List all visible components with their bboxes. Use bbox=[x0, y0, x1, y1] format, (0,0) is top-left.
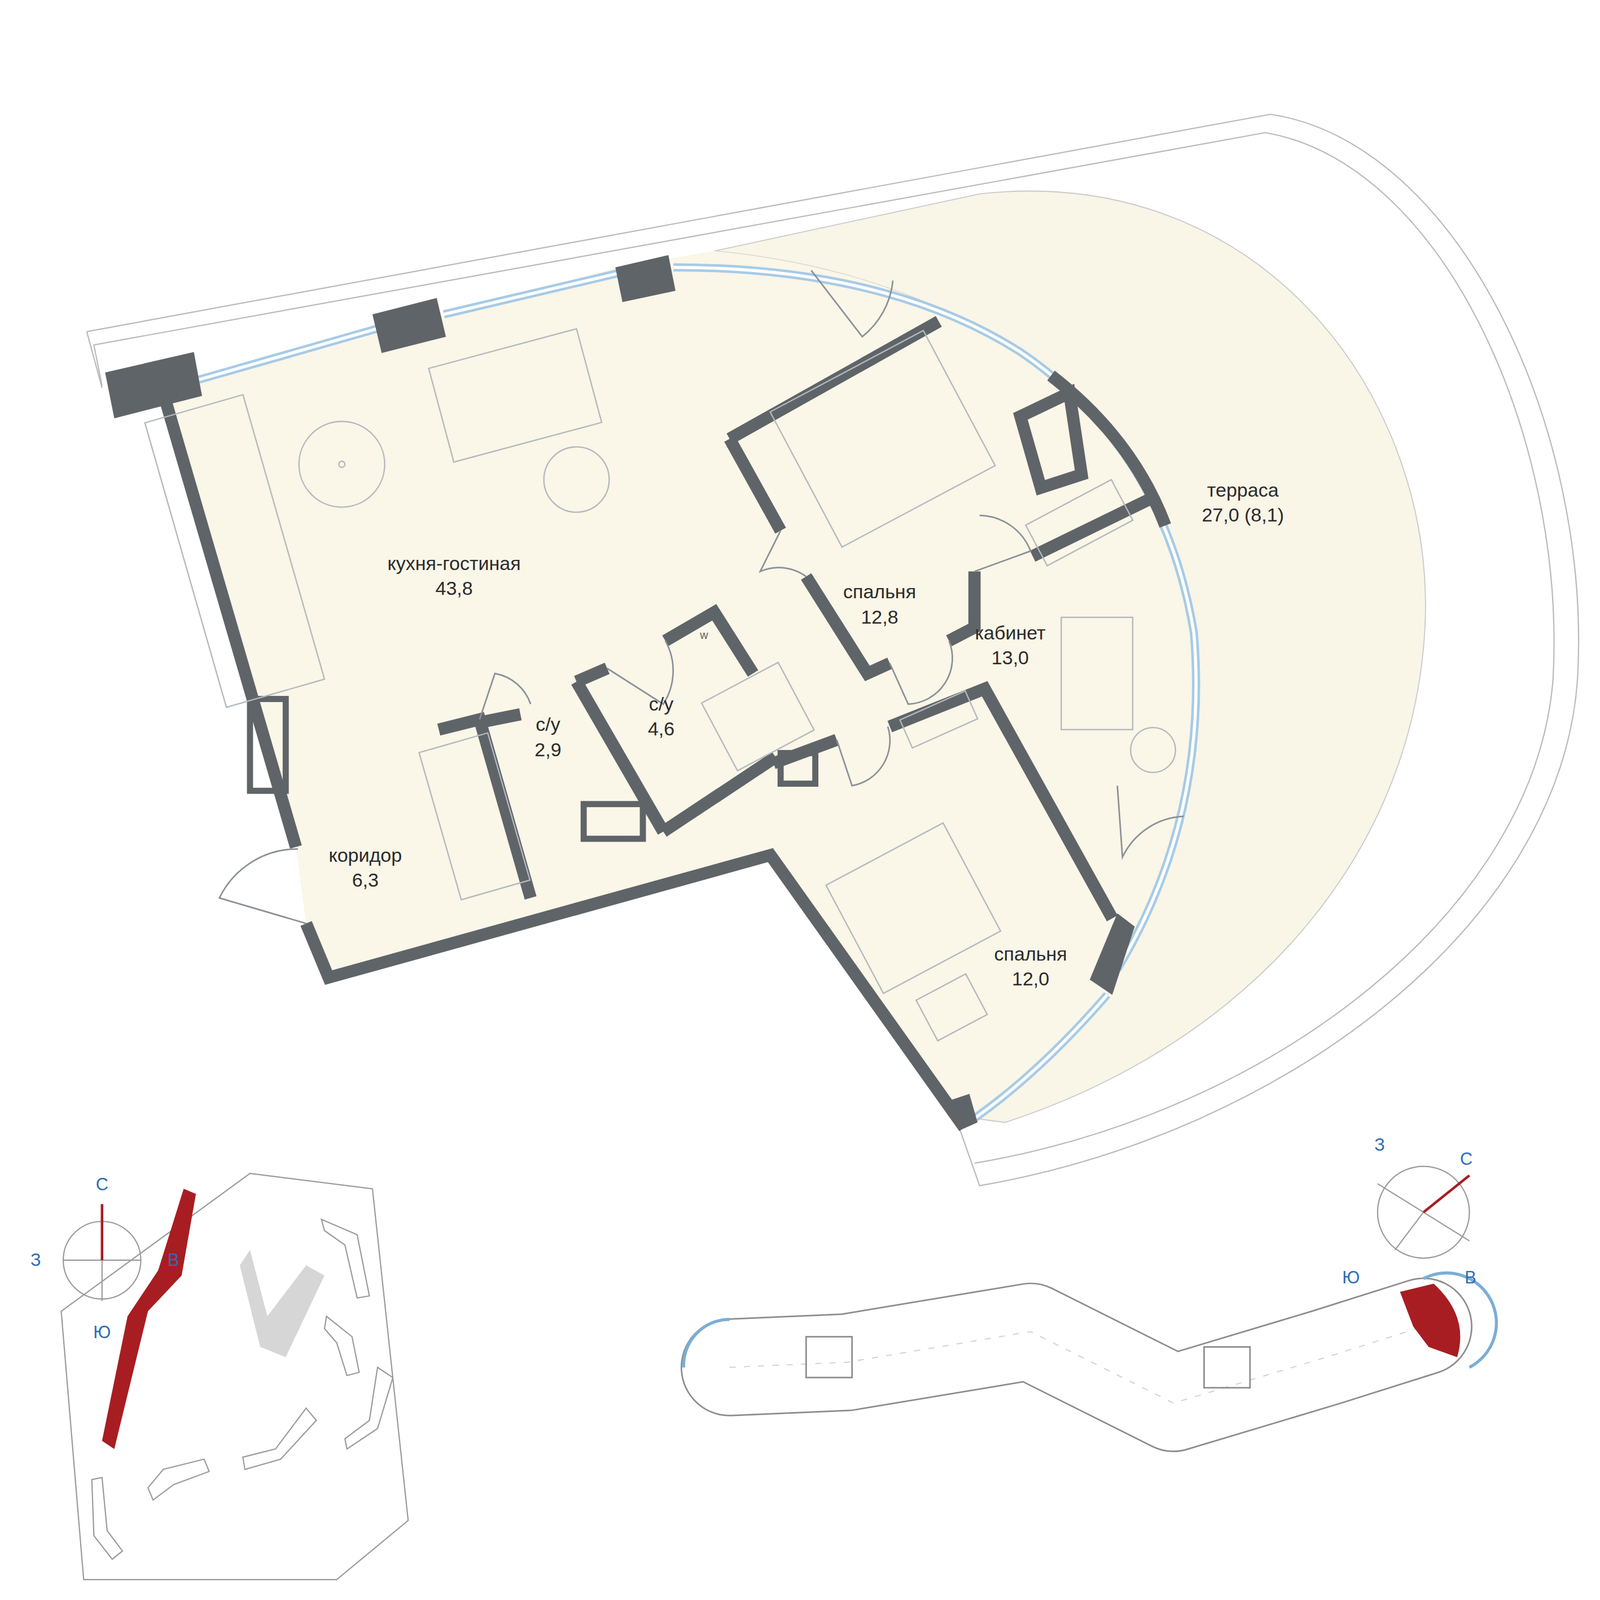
appliance-mark: w bbox=[699, 628, 708, 642]
north-arrow bbox=[1423, 1175, 1470, 1213]
compass-letter: З bbox=[30, 1250, 42, 1271]
compass-letter: Ю bbox=[1342, 1267, 1360, 1288]
room-label: терраса27,0 (8,1) bbox=[1201, 476, 1284, 527]
room-label: спальня12,0 bbox=[994, 941, 1068, 992]
room-area: 27,0 (8,1) bbox=[1201, 502, 1284, 528]
doors bbox=[219, 270, 1185, 924]
room-label: с/у4,6 bbox=[647, 691, 675, 742]
room-name: спальня bbox=[843, 579, 916, 604]
room-area: 2,9 bbox=[534, 736, 561, 762]
room-area: 4,6 bbox=[647, 716, 675, 742]
room-area: 13,0 bbox=[974, 645, 1046, 670]
key-plan bbox=[683, 1273, 1497, 1404]
room-name: кухня-гостиная bbox=[387, 550, 521, 576]
pillars bbox=[104, 255, 1135, 1131]
room-area: 43,8 bbox=[387, 575, 521, 601]
shafts bbox=[250, 699, 816, 840]
site-map bbox=[60, 1173, 409, 1580]
room-area: 12,8 bbox=[843, 603, 916, 629]
room-area: 6,3 bbox=[328, 867, 402, 893]
room-name: терраса bbox=[1201, 476, 1284, 502]
room-area: 12,0 bbox=[994, 966, 1068, 992]
floor-area bbox=[163, 251, 1196, 1128]
compass-letter: С bbox=[1460, 1149, 1473, 1170]
room-label: коридор6,3 bbox=[328, 842, 402, 893]
compass bbox=[63, 1166, 1470, 1302]
room-name: с/у bbox=[534, 711, 561, 737]
room-label: спальня12,8 bbox=[843, 579, 916, 629]
room-name: спальня bbox=[994, 941, 1068, 967]
room-label: кухня-гостиная43,8 bbox=[387, 550, 521, 601]
room-label: с/у2,9 bbox=[534, 711, 561, 762]
compass-letter: В bbox=[167, 1250, 180, 1271]
compass-letter: В bbox=[1464, 1267, 1477, 1288]
north-arrow bbox=[101, 1203, 104, 1260]
windows bbox=[199, 267, 1197, 1119]
room-name: коридор bbox=[328, 842, 402, 868]
terrace-outline bbox=[86, 114, 1579, 1186]
compass-letter: Ю bbox=[93, 1322, 111, 1343]
walls bbox=[163, 321, 1165, 1128]
room-name: с/у bbox=[647, 691, 675, 717]
room-name: кабинет bbox=[974, 619, 1046, 645]
compass-letter: З bbox=[1374, 1134, 1385, 1156]
compass-letter: С bbox=[95, 1174, 109, 1195]
room-label: кабинет13,0 bbox=[974, 619, 1046, 670]
furniture bbox=[145, 329, 1176, 1042]
